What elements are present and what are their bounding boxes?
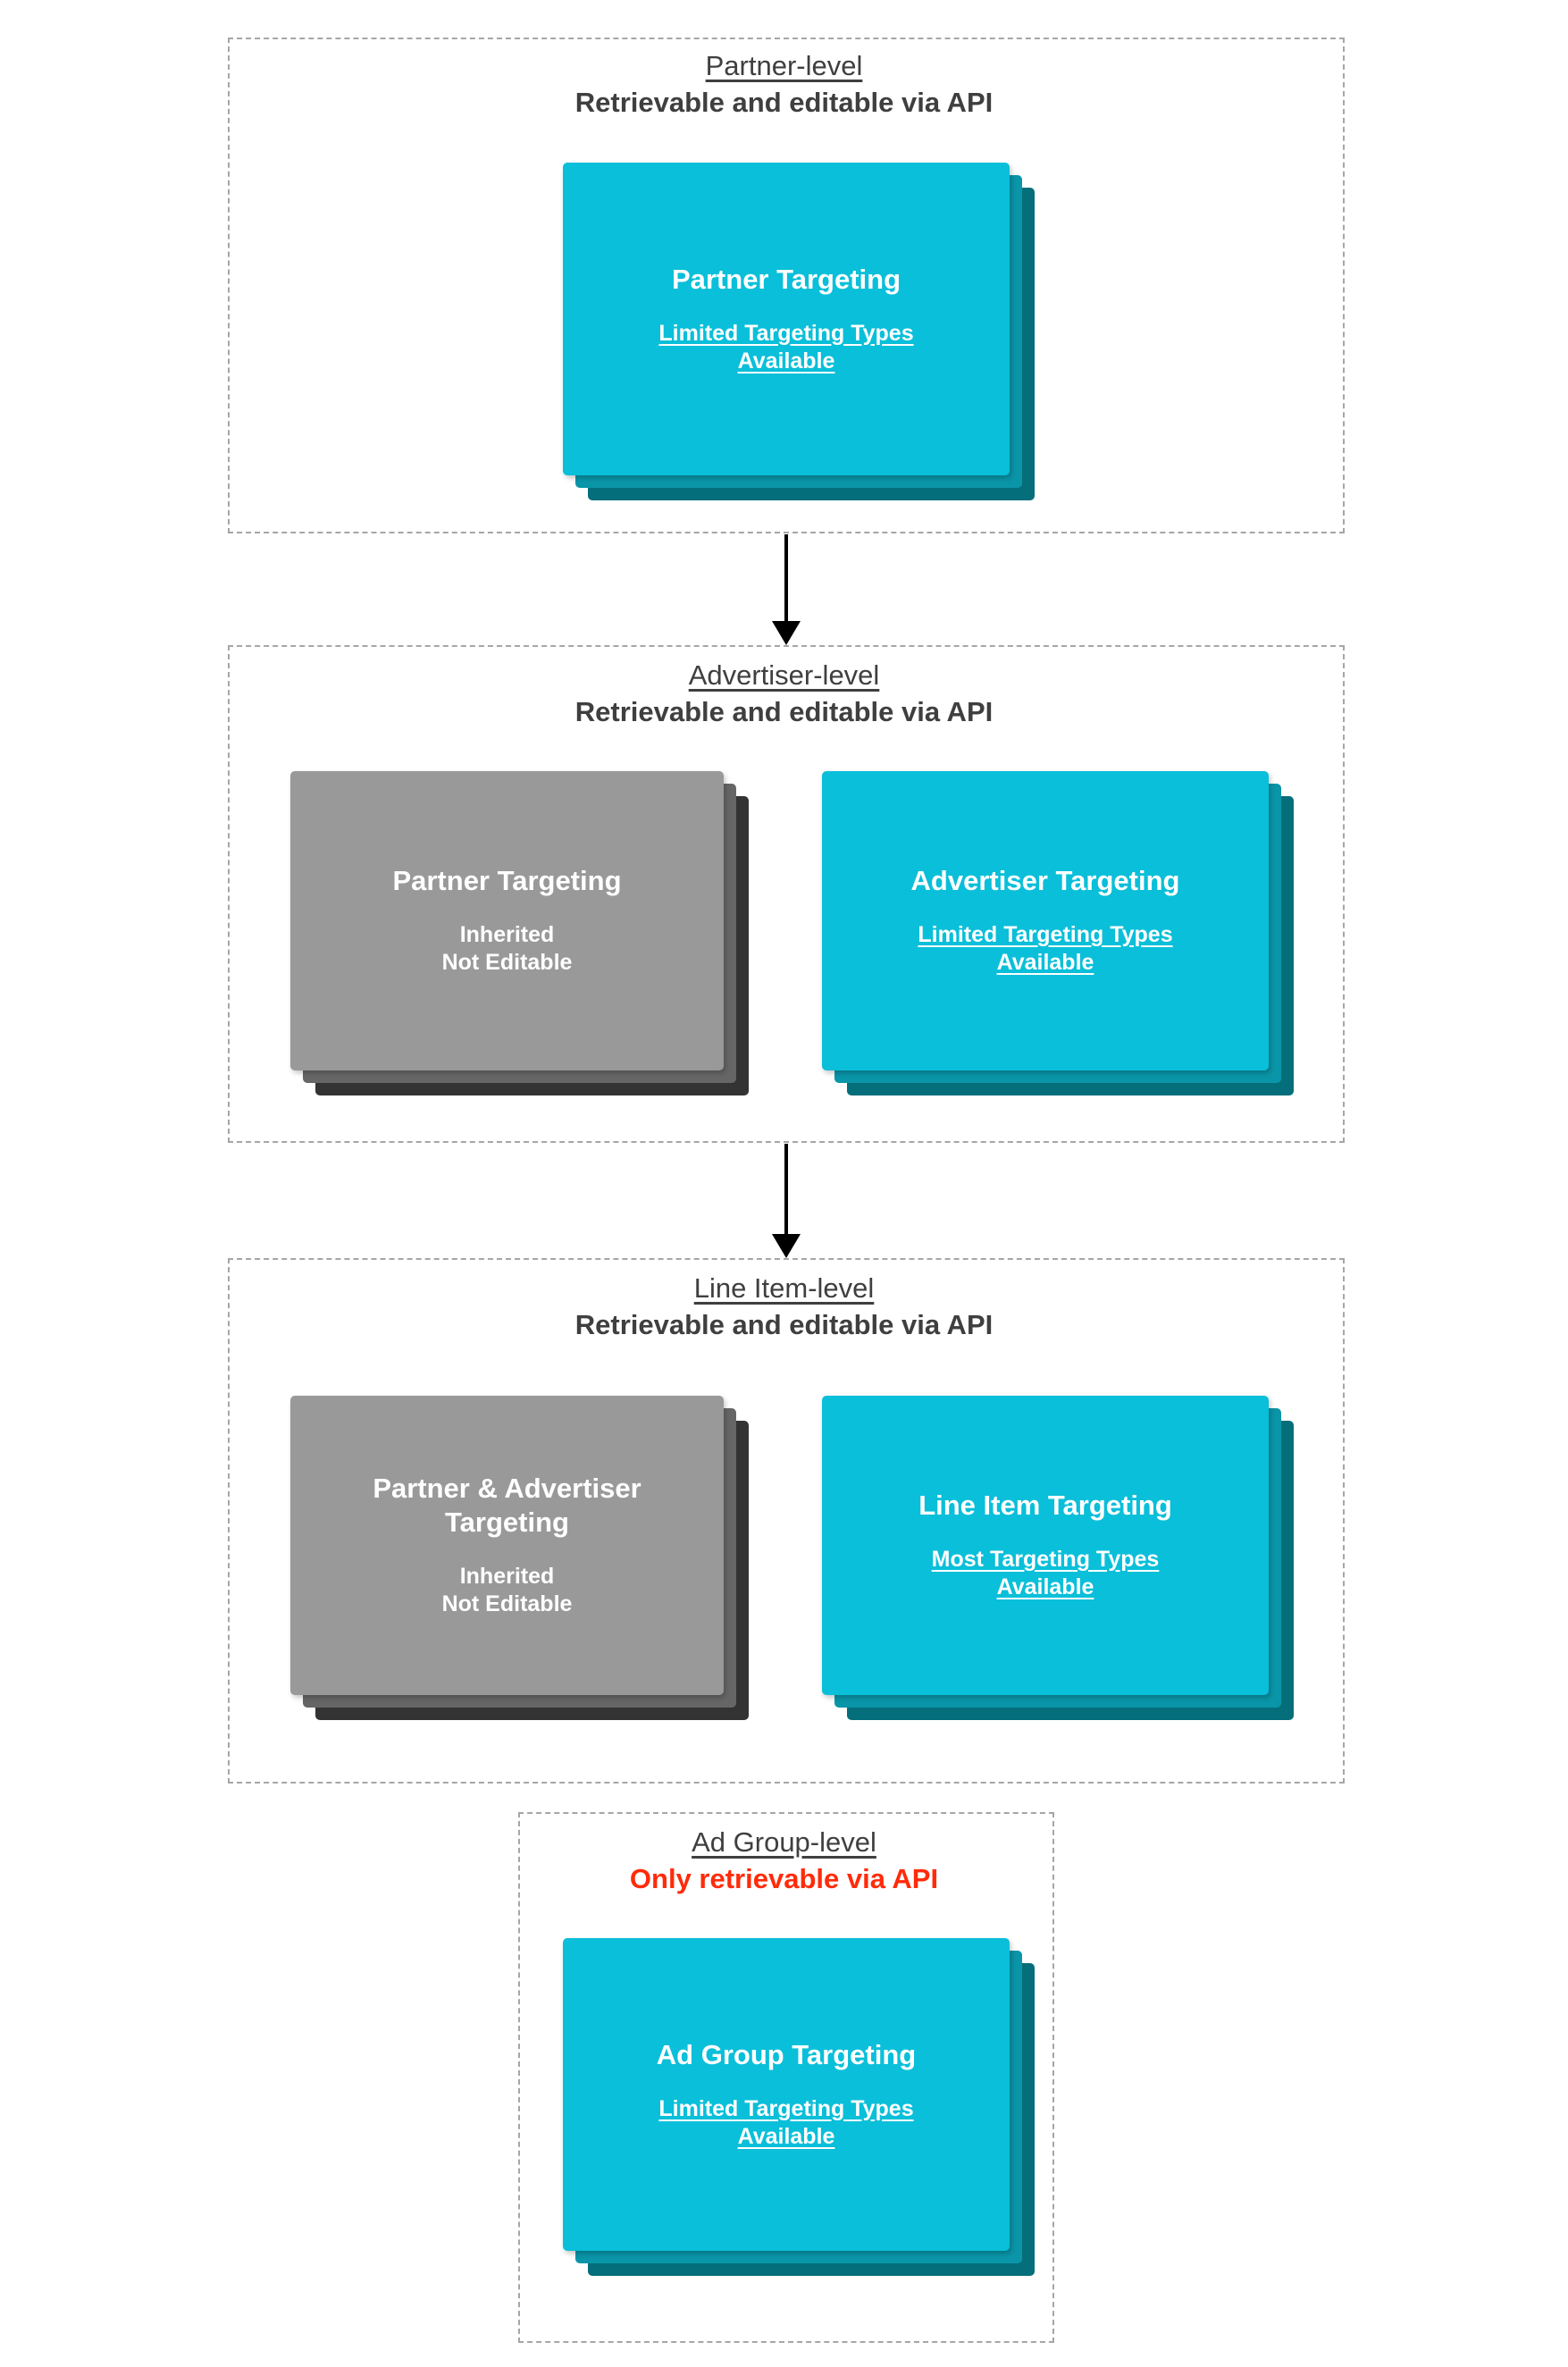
arrow-head-icon xyxy=(772,621,801,645)
level-subtitle-advertiser: Retrievable and editable via API xyxy=(574,695,994,727)
level-container-partner xyxy=(228,38,1345,533)
level-title-adgroup: Ad Group-level xyxy=(692,1826,876,1858)
level-container-advertiser xyxy=(228,645,1345,1143)
card-subtitle-line1: Limited Targeting Types xyxy=(658,2095,914,2121)
card-subtitle-line1: Most Targeting Types xyxy=(931,1547,1160,1573)
card-subtitle: Inherited Not Editable xyxy=(442,1563,573,1619)
card-title: Partner Targeting xyxy=(392,865,622,897)
level-header-advertiser: Advertiser-level Retrievable and editabl… xyxy=(0,659,1568,728)
card-subtitle: Most Targeting Types Available xyxy=(932,1546,1160,1602)
connector-arrow-advertiser-to-lineitem xyxy=(768,1144,804,1258)
card-subtitle: Limited Targeting Types Available xyxy=(658,320,913,376)
card-line-item-targeting[interactable]: Line Item Targeting Most Targeting Types… xyxy=(822,1396,1269,1695)
level-subtitle-lineitem: Retrievable and editable via API xyxy=(574,1308,994,1340)
level-title-partner: Partner-level xyxy=(705,50,863,81)
level-container-lineitem xyxy=(228,1258,1345,1784)
level-header-lineitem: Line Item-level Retrievable and editable… xyxy=(0,1272,1568,1341)
card-subtitle-line2: Available xyxy=(996,950,1094,976)
card-subtitle-line2: Not Editable xyxy=(441,950,573,976)
card-title: Ad Group Targeting xyxy=(656,2038,917,2070)
card-subtitle: Inherited Not Editable xyxy=(442,921,573,978)
card-subtitle-line1: Inherited xyxy=(459,922,555,948)
level-title-advertiser: Advertiser-level xyxy=(688,659,880,691)
level-container-adgroup xyxy=(518,1812,1054,2343)
arrow-shaft xyxy=(784,1144,788,1234)
card-title: Partner Targeting xyxy=(671,263,901,295)
card-inherited-partner-targeting[interactable]: Partner Targeting Inherited Not Editable xyxy=(290,771,724,1070)
card-ad-group-targeting[interactable]: Ad Group Targeting Limited Targeting Typ… xyxy=(563,1938,1010,2251)
level-header-partner: Partner-level Retrievable and editable v… xyxy=(0,50,1568,119)
card-title: Partner & Advertiser Targeting xyxy=(373,1473,641,1539)
level-header-adgroup: Ad Group-level Only retrievable via API xyxy=(0,1826,1568,1895)
card-subtitle-line2: Available xyxy=(996,1574,1094,1600)
card-title: Line Item Targeting xyxy=(918,1490,1172,1522)
card-subtitle-line1: Limited Targeting Types xyxy=(658,320,914,346)
card-subtitle-line2: Not Editable xyxy=(441,1591,573,1617)
card-subtitle-line2: Available xyxy=(737,348,835,374)
card-partner-targeting[interactable]: Partner Targeting Limited Targeting Type… xyxy=(563,163,1010,475)
card-subtitle: Limited Targeting Types Available xyxy=(918,921,1172,978)
level-title-lineitem: Line Item-level xyxy=(693,1272,875,1304)
arrow-head-icon xyxy=(772,1234,801,1258)
card-subtitle: Limited Targeting Types Available xyxy=(658,2095,913,2152)
card-subtitle-line1: Limited Targeting Types xyxy=(918,922,1173,948)
level-subtitle-adgroup: Only retrievable via API xyxy=(629,1862,939,1894)
arrow-shaft xyxy=(784,534,788,621)
connector-arrow-partner-to-advertiser xyxy=(768,534,804,645)
card-advertiser-targeting[interactable]: Advertiser Targeting Limited Targeting T… xyxy=(822,771,1269,1070)
card-inherited-partner-advertiser-targeting[interactable]: Partner & Advertiser Targeting Inherited… xyxy=(290,1396,724,1695)
card-subtitle-line2: Available xyxy=(737,2123,835,2149)
card-subtitle-line1: Inherited xyxy=(459,1564,555,1590)
level-subtitle-partner: Retrievable and editable via API xyxy=(574,86,994,118)
card-title: Advertiser Targeting xyxy=(910,865,1180,897)
